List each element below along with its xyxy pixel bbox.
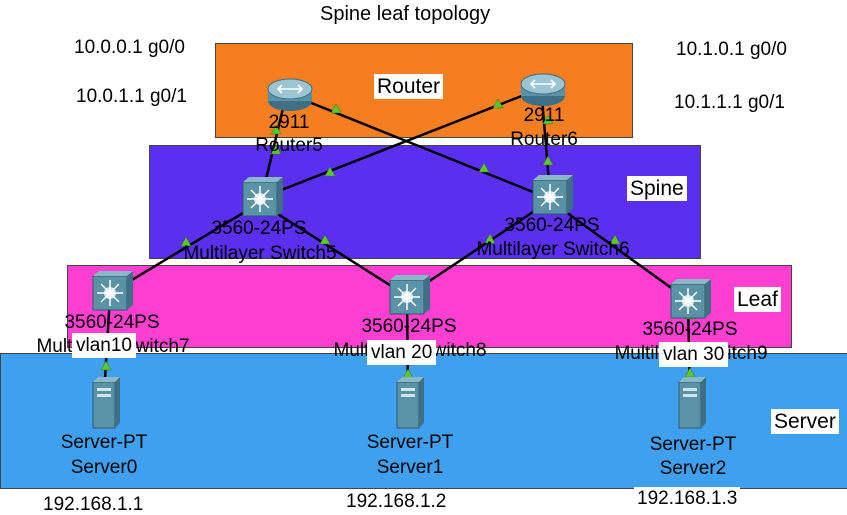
link-mls5-mls7 (111, 202, 259, 294)
marker (542, 114, 554, 125)
mls6-model-label: 3560-24PS (504, 215, 600, 236)
server-zone-label: Server (771, 409, 839, 434)
marker (684, 367, 696, 378)
router-zone-label: Router (374, 74, 444, 99)
server2-ip-label: 192.168.1.3 (634, 487, 741, 510)
mls8-model-label: 3560-24PS (361, 316, 457, 337)
multilayer-switch-icon[interactable] (670, 279, 711, 319)
diagram-title: Spine leaf topology (320, 3, 491, 25)
link-mls6-mls9 (551, 200, 689, 302)
marker (270, 124, 282, 135)
link-mls6-mls8 (406, 200, 549, 298)
server-icon[interactable] (396, 377, 424, 429)
mls7-model-label: 3560-24PS (64, 312, 160, 333)
server0-name-label: Server0 (70, 457, 138, 478)
marker (542, 155, 554, 166)
server2-name-label: Server2 (659, 458, 727, 479)
marker (319, 234, 331, 245)
multilayer-switch-icon[interactable] (532, 175, 573, 215)
server1-ip-label: 192.168.1.2 (343, 490, 450, 513)
multilayer-switch-icon[interactable] (389, 275, 430, 315)
marker (478, 162, 490, 173)
ip-label-router5-g00: 10.0.0.1 g0/0 (71, 36, 188, 59)
mls5-name-label: Multilayer Switch5 (183, 243, 337, 264)
spine-zone (149, 145, 701, 259)
spine-zone-label: Spine (627, 176, 687, 201)
router5-model-label: 2911 (268, 112, 310, 133)
server0-ip-label: 192.168.1.1 (40, 493, 147, 515)
marker (100, 360, 112, 371)
leaf-zone-label: Leaf (734, 287, 781, 312)
router5-name-label: Router5 (255, 135, 323, 156)
router6-name-label: Router6 (510, 129, 578, 150)
vlan10-label: vlan10 (72, 333, 136, 358)
router6-model-label: 2911 (523, 105, 565, 126)
marker (402, 368, 414, 379)
ip-label-router5-g01: 10.0.1.1 g0/1 (73, 85, 190, 108)
vlan20-label: vlan 20 (367, 340, 437, 365)
marker (330, 103, 342, 114)
router-icon[interactable] (520, 73, 566, 106)
mls9-model-label: 3560-24PS (642, 319, 738, 340)
marker (609, 234, 621, 245)
mls5-model-label: 3560-24PS (211, 218, 307, 239)
marker (484, 233, 496, 244)
server2-model-label: Server-PT (649, 434, 737, 455)
marker (270, 144, 282, 155)
server-icon[interactable] (678, 377, 706, 429)
marker (492, 98, 504, 109)
ip-label-router6-g00: 10.1.0.1 g0/0 (673, 38, 790, 61)
server-icon[interactable] (92, 377, 120, 429)
link-mls5-mls8 (261, 202, 408, 298)
marker (180, 236, 192, 247)
server0-model-label: Server-PT (60, 432, 148, 453)
server1-name-label: Server1 (376, 457, 444, 478)
marker (324, 166, 336, 177)
vlan30-label: vlan 30 (659, 342, 729, 367)
ip-label-router6-g01: 10.1.1.1 g0/1 (671, 91, 788, 114)
server1-model-label: Server-PT (366, 432, 454, 453)
router-icon[interactable] (267, 78, 313, 111)
multilayer-switch-icon[interactable] (242, 177, 283, 217)
multilayer-switch-icon[interactable] (92, 271, 133, 311)
mls6-name-label: Multilayer Switch6 (476, 239, 630, 260)
